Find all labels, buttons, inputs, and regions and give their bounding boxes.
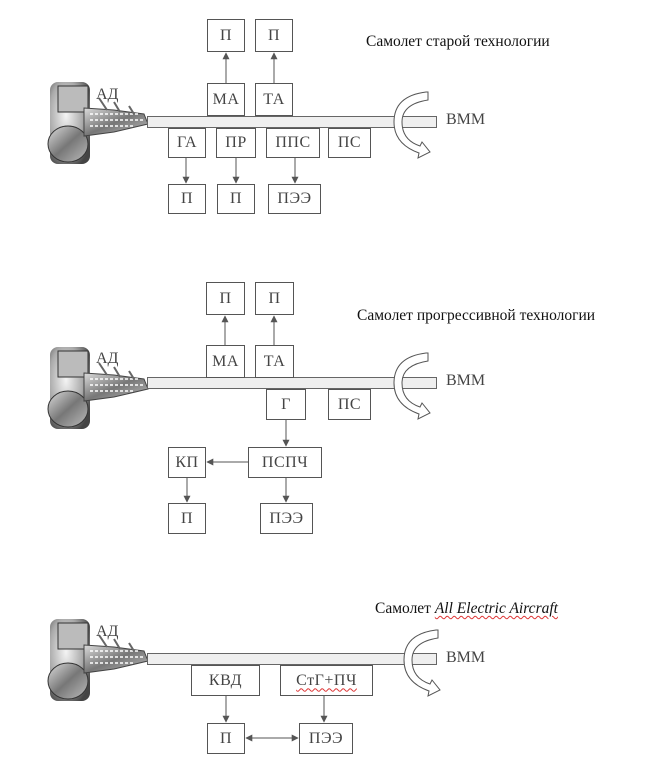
shaft [147, 377, 437, 389]
block-pr: ПР [216, 128, 256, 158]
engine-label: АД [96, 350, 119, 367]
engine-icon [47, 82, 149, 164]
block-kvd: КВД [191, 665, 260, 696]
shaft-label: ВММ [446, 111, 486, 128]
diagram-old-technology: Самолет старой технологии АД ВММ МА ТА П… [0, 0, 664, 250]
block-ps: ПС [328, 389, 371, 420]
block-stg-pch: СтГ+ПЧ [280, 665, 373, 696]
engine-label: АД [96, 86, 119, 103]
consumer-p: П [168, 503, 206, 534]
title-prefix: Самолет [375, 600, 431, 617]
block-ps: ПС [328, 128, 371, 158]
shaft-label: ВММ [446, 372, 486, 389]
diagram-title: Самолет старой технологии [366, 33, 550, 50]
engine-icon [47, 619, 149, 701]
diagram-progressive-technology: Самолет прогрессивной технологии АД ВММ … [0, 263, 664, 534]
block-ma: МА [207, 83, 245, 116]
shaft [147, 653, 437, 665]
consumer-p: П [255, 282, 294, 315]
consumer-p: П [207, 723, 245, 754]
consumer-pee: ПЭЭ [299, 723, 353, 754]
block-stg-pch-label: СтГ+ПЧ [296, 671, 357, 689]
block-g: Г [266, 389, 306, 420]
block-ta: ТА [255, 345, 294, 378]
block-ma: МА [206, 345, 245, 378]
shaft-label: ВММ [446, 649, 486, 666]
diagram-title: Самолет прогрессивной технологии [357, 307, 596, 324]
diagram-title: Самолет All Electric Aircraft [375, 600, 558, 618]
shaft [147, 116, 437, 128]
block-pps: ППС [266, 128, 320, 158]
consumer-p: П [206, 282, 245, 315]
title-italic: All Electric Aircraft [434, 600, 558, 617]
block-ta: ТА [255, 83, 293, 116]
diagram-all-electric-aircraft: Самолет All Electric Aircraft АД ВММ КВД… [0, 577, 664, 777]
consumer-p: П [168, 184, 206, 214]
consumer-p: П [207, 19, 245, 52]
consumer-p: П [255, 19, 293, 52]
engine-label: АД [96, 623, 119, 640]
consumer-pee: ПЭЭ [260, 503, 313, 534]
engine-icon [47, 347, 149, 429]
block-ga: ГА [168, 128, 206, 158]
block-kp: КП [168, 447, 206, 478]
consumer-p: П [217, 184, 255, 214]
consumer-pee: ПЭЭ [268, 184, 321, 214]
block-pspch: ПСПЧ [248, 447, 322, 478]
